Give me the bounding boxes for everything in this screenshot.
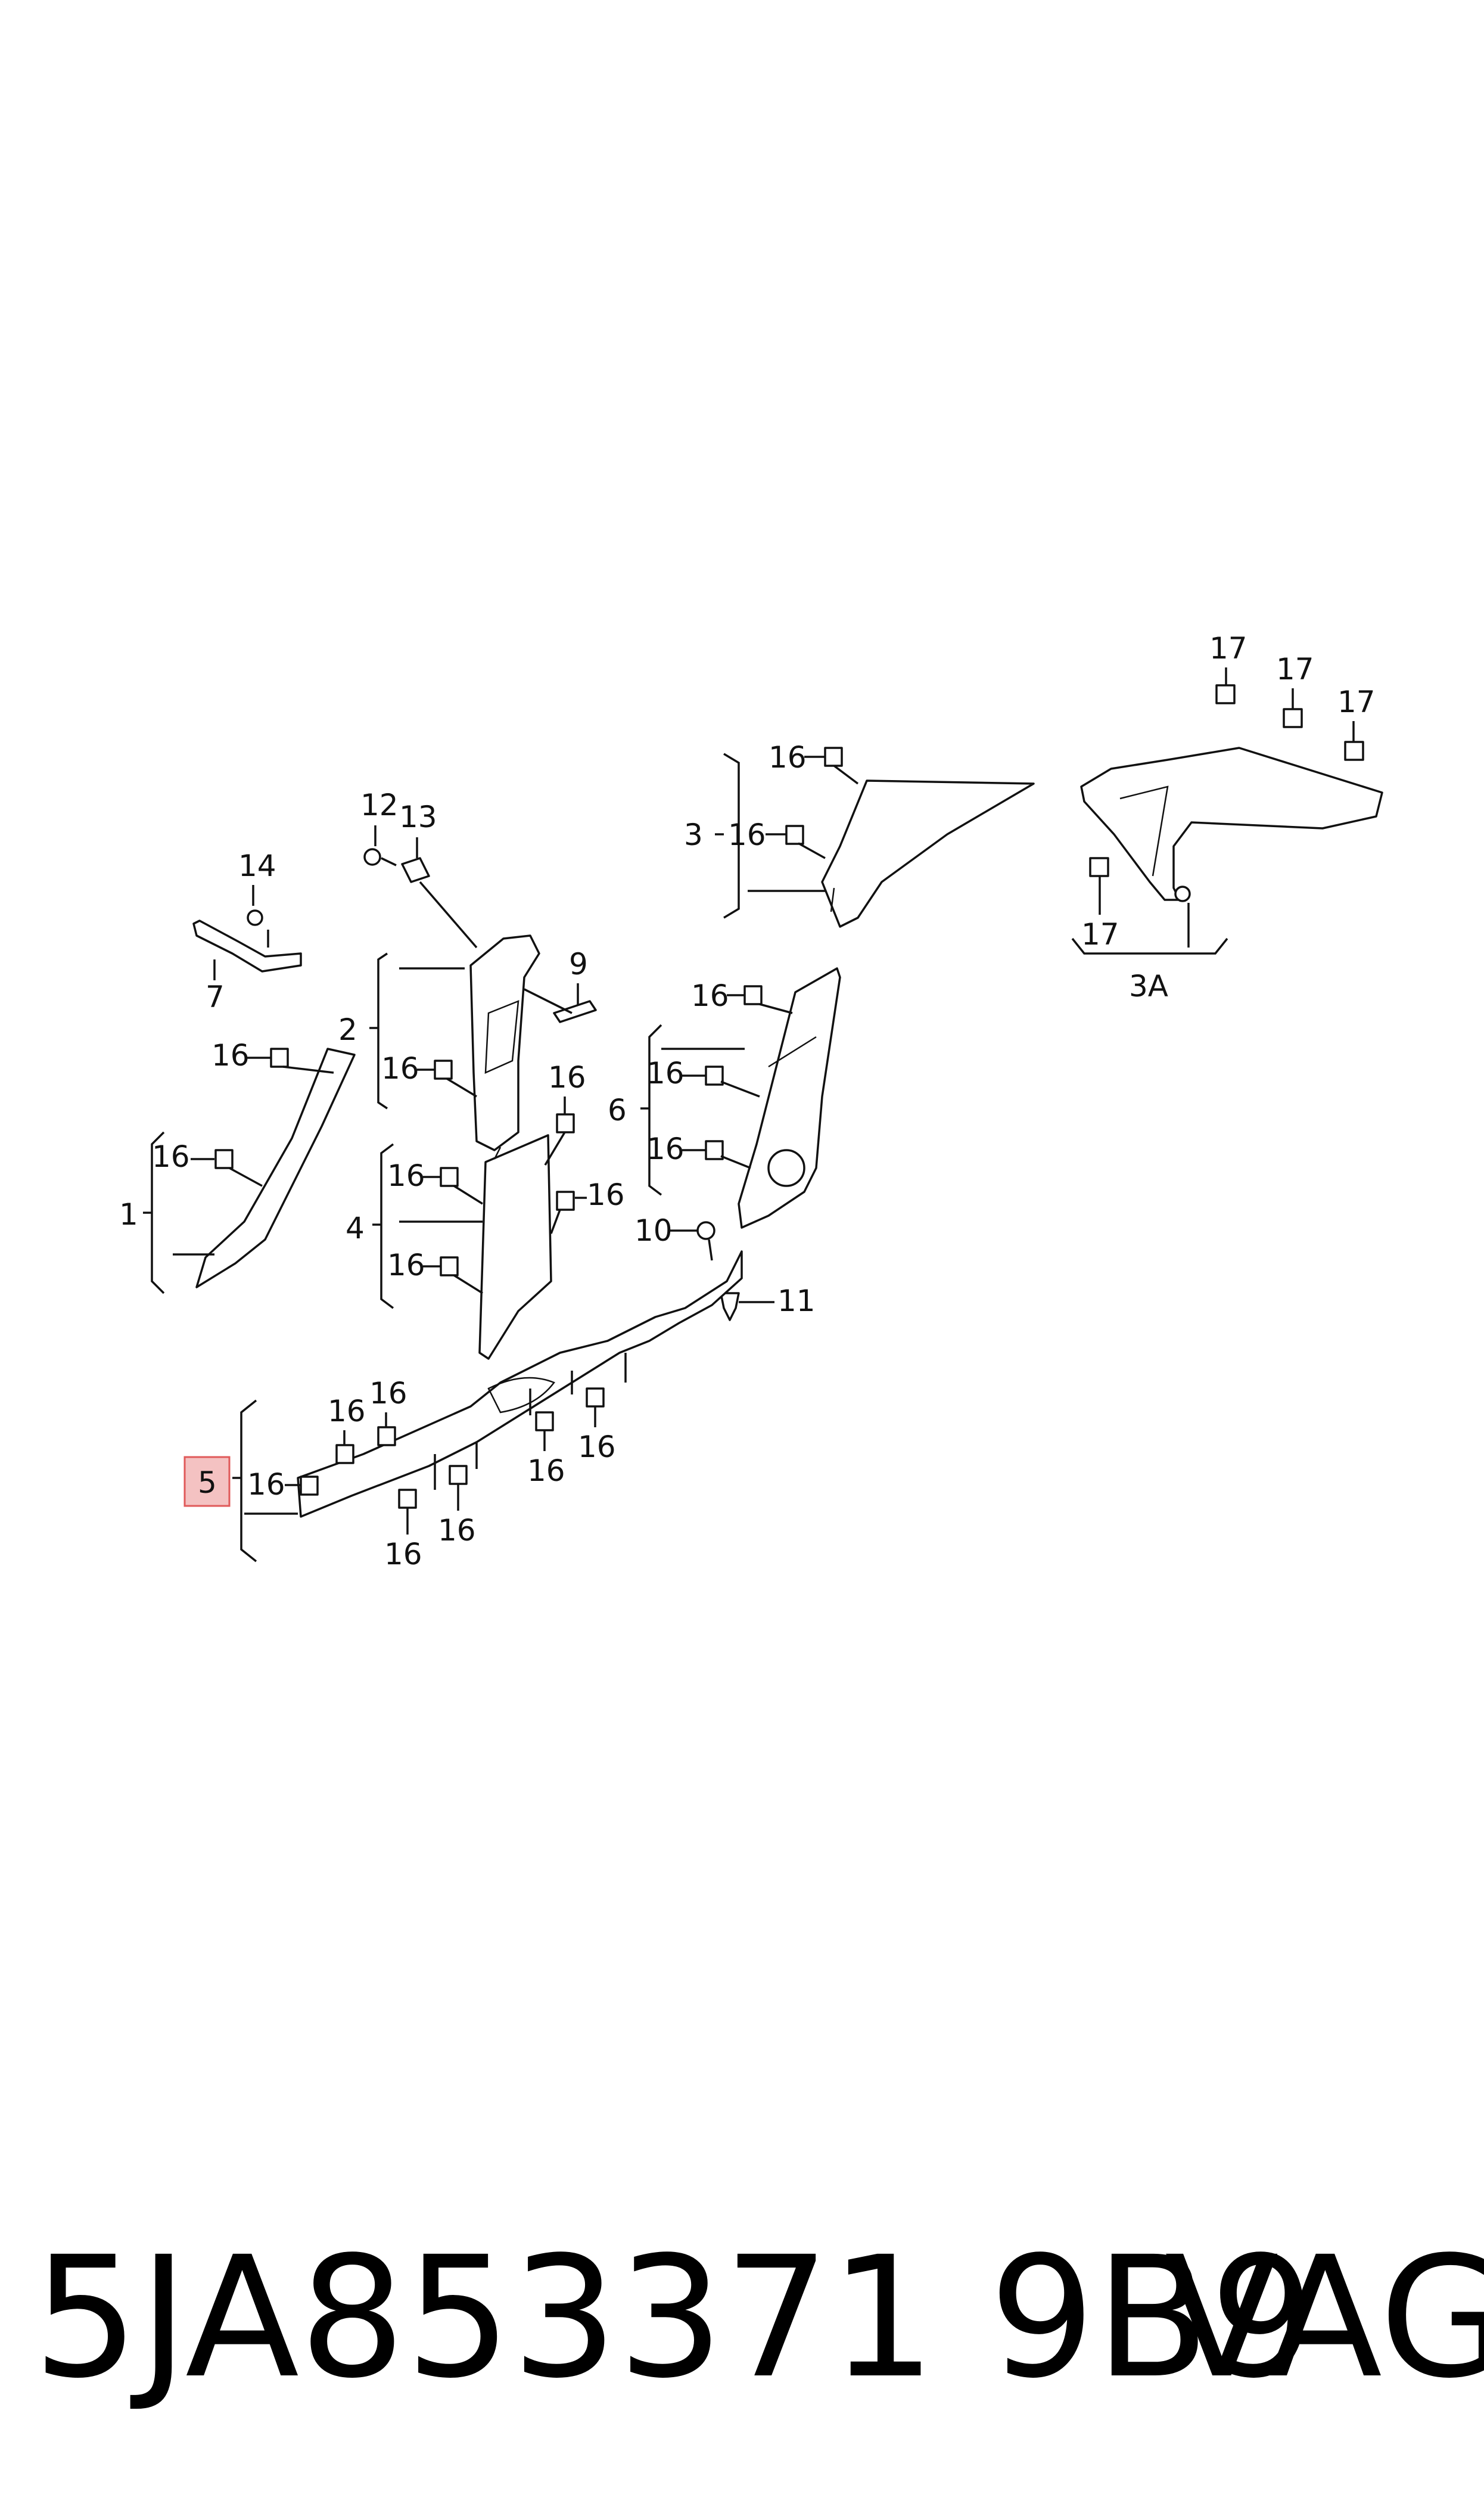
part-1-a-pillar: 1 16 16 bbox=[119, 1038, 356, 1294]
part-5-sill-panel: 16 16 16 16 16 16 16 bbox=[232, 1250, 743, 1571]
part-4-b-pillar-lower: 4 16 16 16 16 bbox=[346, 1060, 625, 1360]
callout-17-d: 17 bbox=[1081, 917, 1119, 952]
callout-16-r: 16 bbox=[527, 1453, 565, 1488]
footer: 5JA853371 9B9 VAG bbox=[33, 2221, 1484, 2415]
brand-name: VAG bbox=[1165, 2221, 1484, 2415]
callout-16-m: 16 bbox=[247, 1467, 285, 1502]
callout-5-highlight[interactable]: 5 bbox=[183, 1456, 231, 1507]
callout-11: 11 bbox=[777, 1284, 816, 1318]
part-3-quarter-panel: 3 16 16 bbox=[684, 740, 1035, 928]
callout-16-c: 16 bbox=[381, 1051, 419, 1086]
callout-17-b: 17 bbox=[1276, 652, 1314, 687]
callout-2: 2 bbox=[338, 1012, 357, 1047]
callout-10: 10 bbox=[634, 1213, 673, 1248]
part-6-c-pillar: 6 16 16 16 bbox=[608, 967, 841, 1229]
callout-16-d: 16 bbox=[211, 1038, 250, 1073]
callout-14: 14 bbox=[238, 849, 276, 883]
parts-12-13-14-7: 12 13 14 7 bbox=[192, 788, 478, 1014]
part-3a-rear-trim: 3A 17 17 17 17 bbox=[1071, 631, 1383, 1004]
callout-17-a: 17 bbox=[1209, 631, 1247, 666]
part-2-b-pillar-upper: 2 16 9 bbox=[338, 934, 597, 1151]
callout-3a: 3A bbox=[1129, 969, 1168, 1004]
callout-13: 13 bbox=[399, 800, 437, 834]
callout-16-g: 16 bbox=[387, 1248, 425, 1282]
callout-9: 9 bbox=[569, 947, 588, 981]
callout-16-l: 16 bbox=[646, 1132, 685, 1166]
callout-6: 6 bbox=[608, 1093, 627, 1128]
callout-16-s: 16 bbox=[578, 1430, 616, 1464]
callout-16-b: 16 bbox=[728, 818, 766, 852]
callout-7: 7 bbox=[206, 980, 225, 1014]
part-number: 5JA853371 9B9 bbox=[33, 2221, 1316, 2415]
callout-16-k: 16 bbox=[646, 1056, 685, 1091]
callout-16-o: 16 bbox=[369, 1376, 407, 1411]
callout-4: 4 bbox=[346, 1211, 365, 1245]
callout-3: 3 bbox=[684, 818, 703, 852]
callout-16-n: 16 bbox=[328, 1394, 366, 1428]
callout-16-h: 16 bbox=[548, 1060, 586, 1095]
callout-5: 5 bbox=[198, 1465, 217, 1500]
callout-16-q: 16 bbox=[438, 1513, 476, 1548]
callout-16-i: 16 bbox=[587, 1178, 625, 1212]
parts-10-11: 10 11 bbox=[634, 1213, 816, 1321]
callout-16-p: 16 bbox=[384, 1537, 422, 1571]
callout-12: 12 bbox=[360, 788, 399, 822]
callout-16-j: 16 bbox=[691, 979, 729, 1013]
callout-16-f: 16 bbox=[387, 1158, 425, 1193]
callout-17-c: 17 bbox=[1337, 685, 1376, 719]
callout-1: 1 bbox=[119, 1197, 138, 1232]
callout-16-e: 16 bbox=[152, 1139, 190, 1174]
callout-16-a: 16 bbox=[769, 740, 807, 775]
